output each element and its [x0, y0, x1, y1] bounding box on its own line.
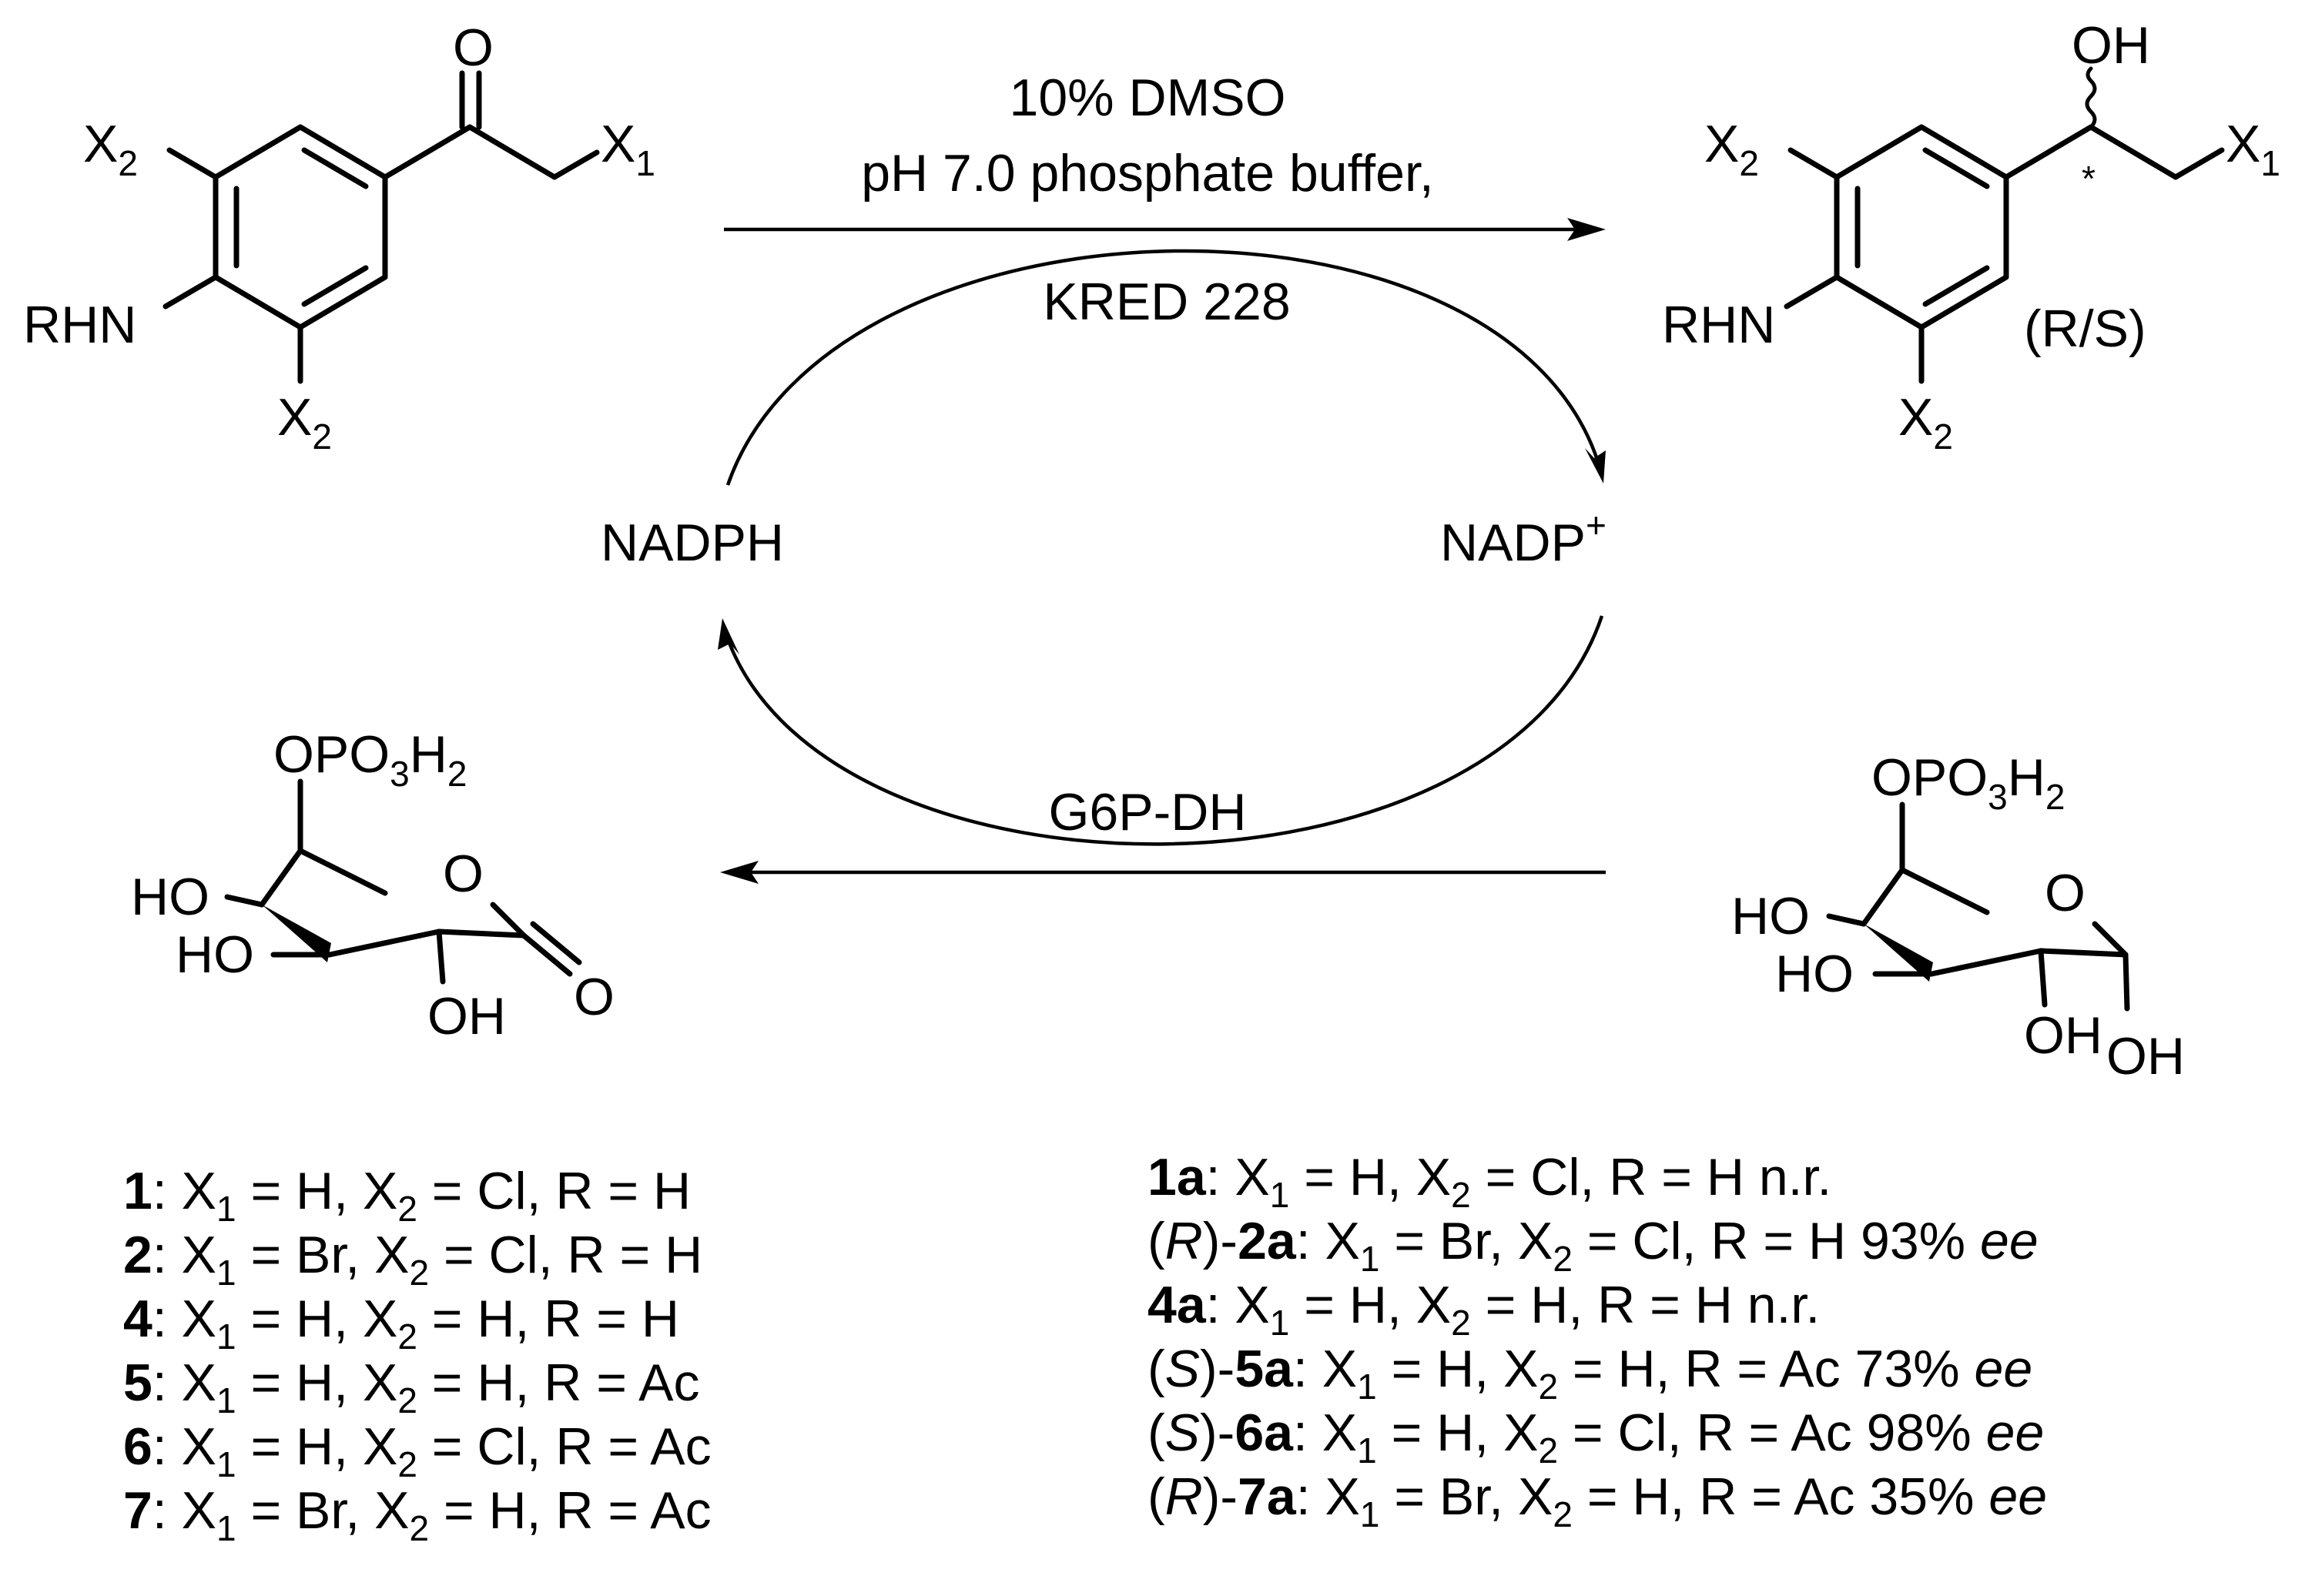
product-list: 1a: X1 = H, X2 = Cl, R = H n.r.(R)-2a: X… — [1147, 1148, 2047, 1534]
g6p-oh-2: OH — [2106, 1027, 2185, 1086]
lactone-co-1 — [521, 932, 573, 977]
g6p-oh-1: OH — [2024, 1006, 2102, 1065]
cycle-arc-top-head — [1585, 448, 1606, 483]
g6p-structure: OPO3H2 O HO HO OH OH — [1731, 748, 2185, 1086]
lactone-bond-o-c1 — [490, 902, 527, 939]
cofactor-oxidized: NADP+ — [1440, 505, 1606, 572]
condition-enzyme: KRED 228 — [1043, 273, 1290, 331]
product-list-item: (R)-7a: X1 = Br, X2 = H, R = Ac 35% ee — [1147, 1467, 2047, 1534]
lactone-wedge-c4-c3 — [262, 905, 331, 962]
product-bond-carbinol — [2003, 124, 2094, 180]
product-stereo-label: (R/S) — [2024, 299, 2146, 358]
substrate-bond-carbonyl — [382, 124, 473, 180]
product-x2-top: X2 — [1704, 115, 1759, 183]
regeneration-enzyme: G6P-DH — [1049, 783, 1247, 841]
condition-solvent: 10% DMSO — [1010, 69, 1286, 127]
g6p-bond-o-c1 — [2092, 921, 2129, 958]
substrate-structure: O X2 X1 RHN X2 — [23, 18, 655, 457]
product-list-item: (S)-6a: X1 = H, X2 = Cl, R = Ac 98% ee — [1147, 1404, 2044, 1471]
product-bond-ch2 — [2088, 124, 2179, 180]
g6p-ring-oxygen: O — [2045, 864, 2086, 922]
main-reaction-arrow — [724, 218, 1606, 241]
substrate-x2-bottom: X2 — [277, 388, 332, 457]
lactone-bond-c2-c1 — [436, 928, 527, 939]
product-bond-x1 — [2173, 147, 2225, 180]
lactone-ring-oxygen: O — [443, 845, 484, 903]
product-oh: OH — [2072, 16, 2150, 75]
cycle-arc-bottom-head — [718, 618, 739, 654]
substrate-list-item: 4: X1 = H, X2 = H, R = H — [123, 1290, 679, 1357]
g6p-ho-2: HO — [1775, 945, 1854, 1003]
g6p-bond-c2-c1 — [2038, 948, 2129, 958]
condition-buffer: pH 7.0 phosphate buffer, — [861, 144, 1434, 202]
product-wavy-bond — [2085, 66, 2097, 129]
lactone-co-2 — [530, 921, 582, 965]
lactone-bond-c4-ho — [224, 894, 265, 908]
cofactor-cycle — [718, 249, 1606, 846]
lactone-structure: OPO3H2 O HO HO OH O — [131, 725, 615, 1046]
g6p-bond-c2-oh — [2038, 948, 2048, 1008]
g6p-bond-c5-o — [1899, 867, 1990, 915]
product-bond-nh — [1784, 274, 1840, 309]
g6p-bond-c1-oh — [2122, 952, 2130, 1012]
cycle-arc-bottom — [725, 615, 1604, 846]
substrate-list-item: 7: X1 = Br, X2 = H, R = Ac — [123, 1481, 712, 1548]
product-list-item: 1a: X1 = H, X2 = Cl, R = H n.r. — [1147, 1148, 1831, 1215]
substrate-bond-ch2 — [467, 124, 558, 180]
lactone-phosphate: OPO3H2 — [273, 725, 467, 794]
product-ring-db1 — [1922, 147, 1990, 189]
substrate-list: 1: X1 = H, X2 = Cl, R = H2: X1 = Br, X2 … — [123, 1162, 712, 1548]
substrate-bond-nh — [162, 274, 219, 309]
lactone-bond-c3-c2 — [327, 928, 442, 958]
g6p-phosphate: OPO3H2 — [1871, 748, 2065, 817]
product-list-item: (R)-2a: X1 = Br, X2 = Cl, R = H 93% ee — [1147, 1212, 2039, 1279]
product-ring — [1834, 124, 2009, 330]
product-list-item: 4a: X1 = H, X2 = H, R = H n.r. — [1147, 1276, 1820, 1343]
g6p-wedge-c4-c3 — [1864, 924, 1933, 982]
substrate-ring-db1 — [301, 147, 369, 189]
cofactor-reduced: NADPH — [601, 514, 784, 572]
substrate-list-item: 6: X1 = H, X2 = Cl, R = Ac — [123, 1417, 712, 1484]
product-ring-db2 — [1922, 265, 1990, 307]
product-stereo-star: * — [2082, 159, 2096, 199]
substrate-ring — [213, 124, 388, 330]
lactone-oh: OH — [427, 987, 506, 1046]
lactone-ho-1: HO — [131, 868, 209, 926]
substrate-x1: X1 — [601, 115, 655, 183]
lactone-bond-c2-oh — [436, 928, 446, 985]
lactone-ho-2: HO — [176, 925, 254, 984]
product-x2-bottom: X2 — [1898, 388, 1953, 457]
g6p-bond-c3-c2 — [1928, 948, 2044, 977]
substrate-list-item: 5: X1 = H, X2 = H, R = Ac — [123, 1353, 700, 1420]
lactone-bond-c5-c4 — [259, 848, 303, 908]
cycle-arc-top — [725, 249, 1600, 486]
g6p-bond-c5-c4 — [1861, 867, 1905, 927]
product-structure: OH X2 X1 * RHN (R/S) X2 — [1662, 16, 2280, 457]
product-amine: RHN — [1662, 296, 1775, 354]
product-x1: X1 — [2226, 115, 2280, 183]
lactone-bond-c5-o — [297, 848, 388, 896]
g6p-bond-c4-ho — [1826, 913, 1867, 927]
product-bond-x2-top — [1787, 147, 1840, 180]
substrate-amine: RHN — [23, 296, 136, 354]
substrate-list-item: 2: X1 = Br, X2 = Cl, R = H — [123, 1226, 702, 1293]
product-list-item: (S)-5a: X1 = H, X2 = H, R = Ac 73% ee — [1147, 1340, 2032, 1407]
g6p-ho-1: HO — [1731, 887, 1810, 945]
lactone-carbonyl-oxygen: O — [574, 968, 615, 1026]
substrate-x2-top: X2 — [83, 115, 138, 183]
regeneration-arrow — [720, 861, 1606, 884]
substrate-ring-db2 — [301, 265, 369, 307]
substrate-list-item: 1: X1 = H, X2 = Cl, R = H — [123, 1162, 691, 1229]
substrate-bond-x1 — [551, 149, 600, 180]
substrate-oxygen: O — [453, 18, 494, 77]
substrate-bond-x2-top — [166, 147, 219, 180]
